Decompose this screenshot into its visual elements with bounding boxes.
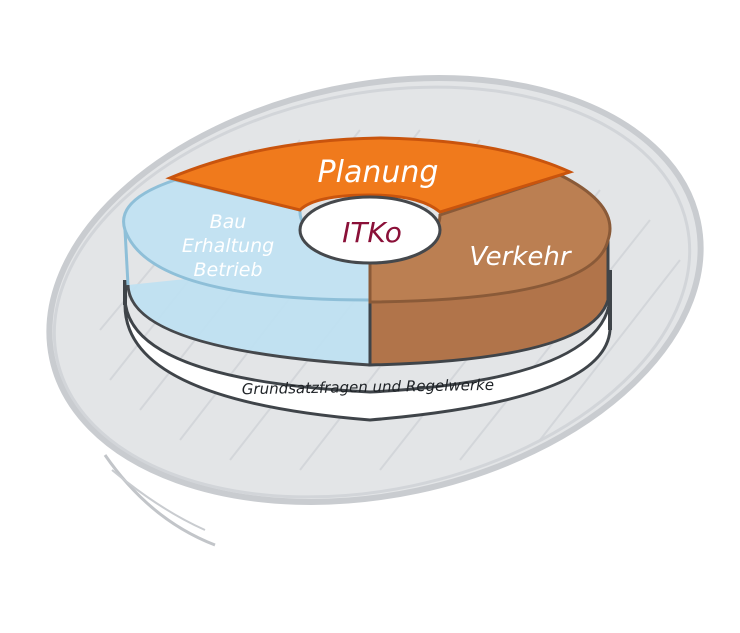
planung-label: Planung bbox=[318, 155, 439, 190]
base-ring bbox=[123, 270, 612, 422]
segment-planung bbox=[165, 136, 575, 214]
center-hole bbox=[298, 195, 442, 265]
bau-label-line-3: Betrieb bbox=[193, 259, 262, 281]
base-label: Grundsatzfragen und Regelwerke bbox=[242, 376, 494, 398]
verkehr-label: Verkehr bbox=[469, 242, 572, 272]
center-label: ITKo bbox=[342, 216, 402, 249]
segment-verkehr bbox=[368, 173, 612, 367]
bau-label-line-1: Bau bbox=[210, 211, 247, 233]
bau-label-line-2: Erhaltung bbox=[182, 235, 274, 257]
